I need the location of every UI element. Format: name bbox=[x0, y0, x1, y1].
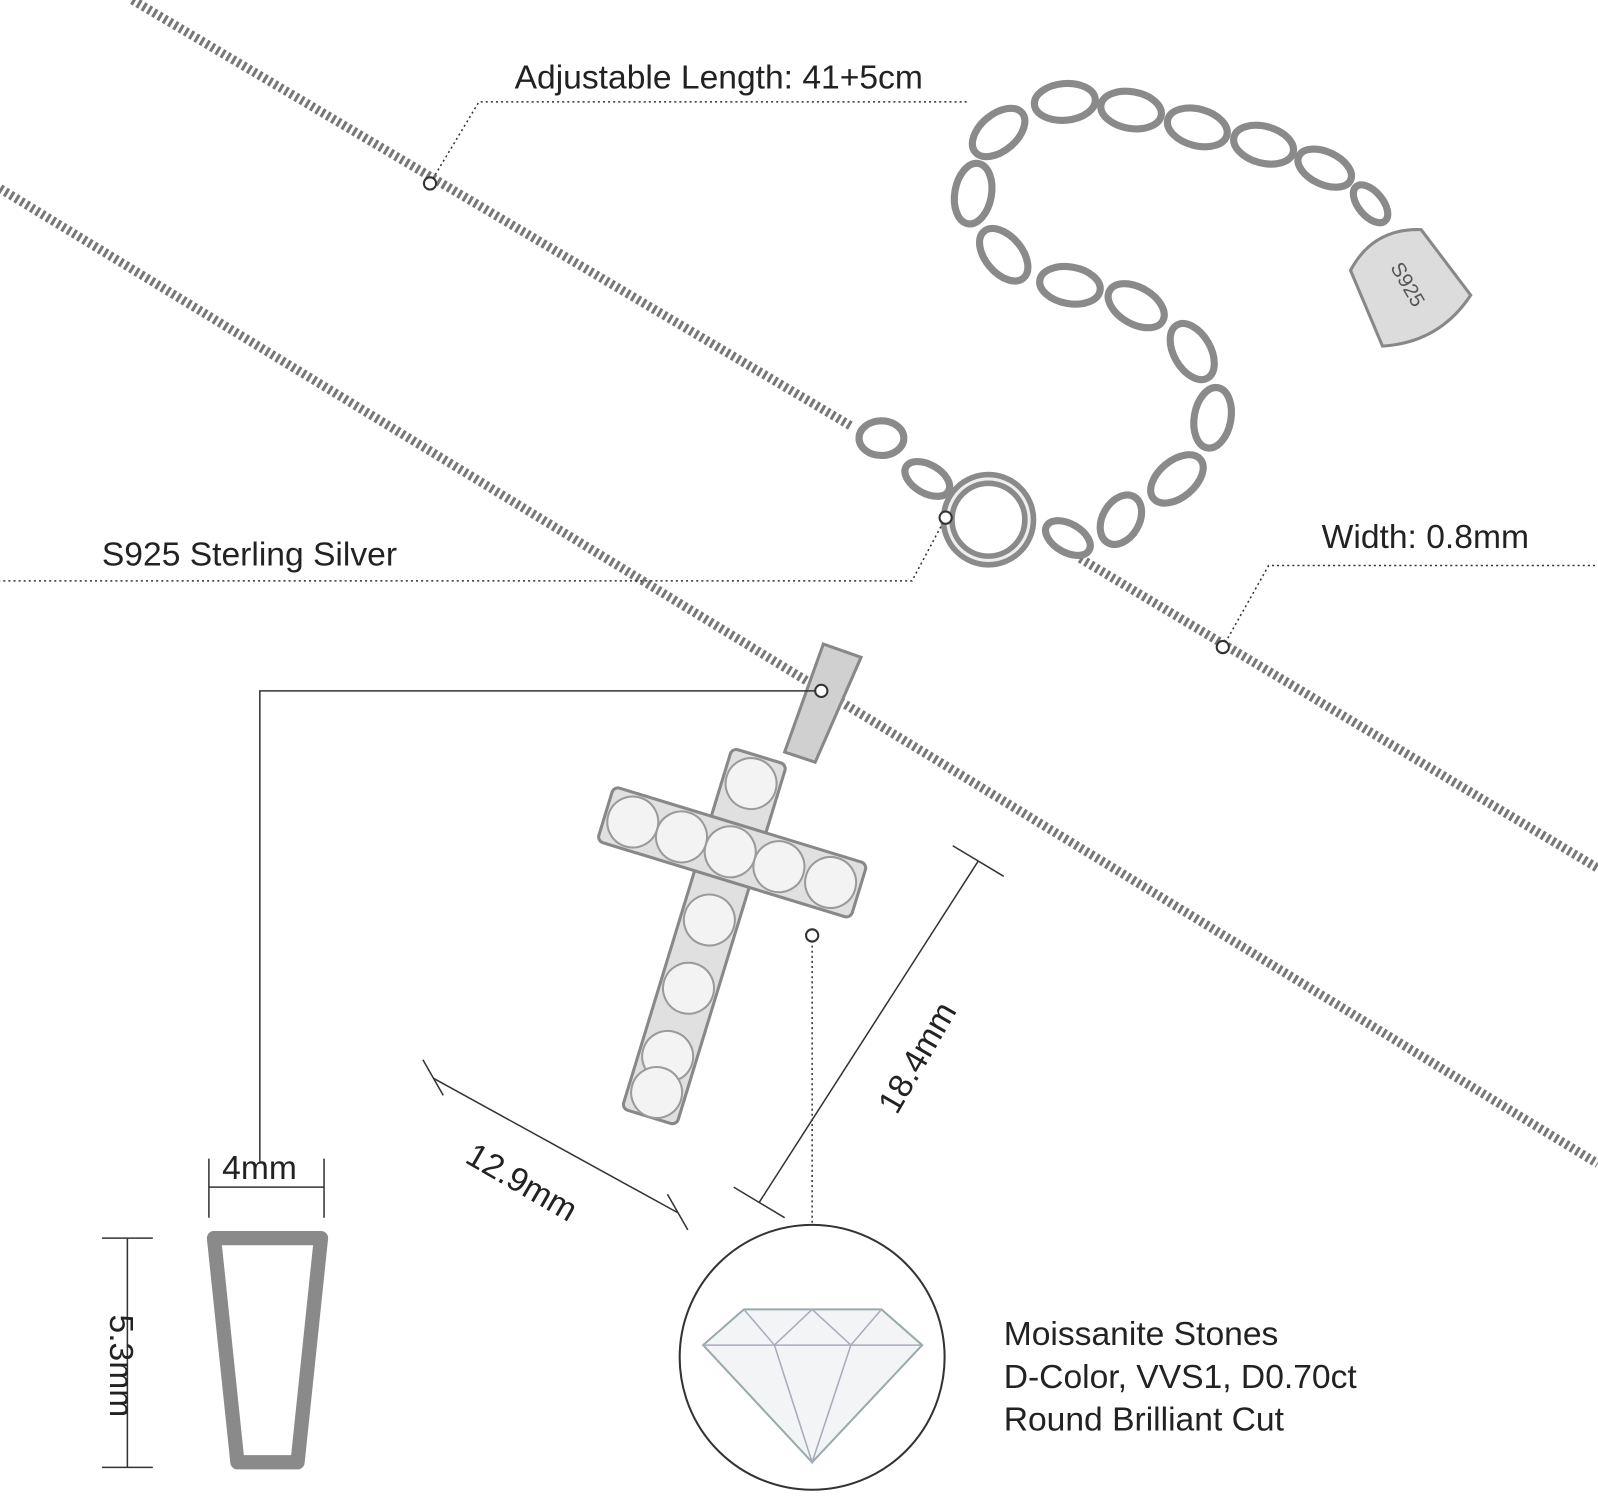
s925-tag: S925 bbox=[1348, 228, 1473, 348]
stone-type: Moissanite Stones bbox=[1004, 1316, 1279, 1353]
stone-grade: D-Color, VVS1, D0.70ct bbox=[1004, 1359, 1358, 1396]
stone-cut: Round Brilliant Cut bbox=[1004, 1402, 1285, 1439]
cross-height-label: 18.4mm bbox=[872, 996, 965, 1120]
extender-chain bbox=[855, 79, 1392, 559]
clasp bbox=[940, 471, 1037, 568]
stone-closeup bbox=[678, 1223, 946, 1491]
bail-width-label: 4mm bbox=[222, 1150, 297, 1187]
bail-height-label: 5.3mm bbox=[102, 1315, 139, 1418]
bail-diagram: 4mm 5.3mm bbox=[101, 1150, 329, 1470]
width-label: Width: 0.8mm bbox=[1322, 519, 1529, 556]
material-label: S925 Sterling Silver bbox=[102, 537, 397, 574]
cross-pendant bbox=[597, 642, 868, 1126]
box-chain bbox=[0, 0, 1598, 1168]
length-label: Adjustable Length: 41+5cm bbox=[515, 60, 923, 97]
